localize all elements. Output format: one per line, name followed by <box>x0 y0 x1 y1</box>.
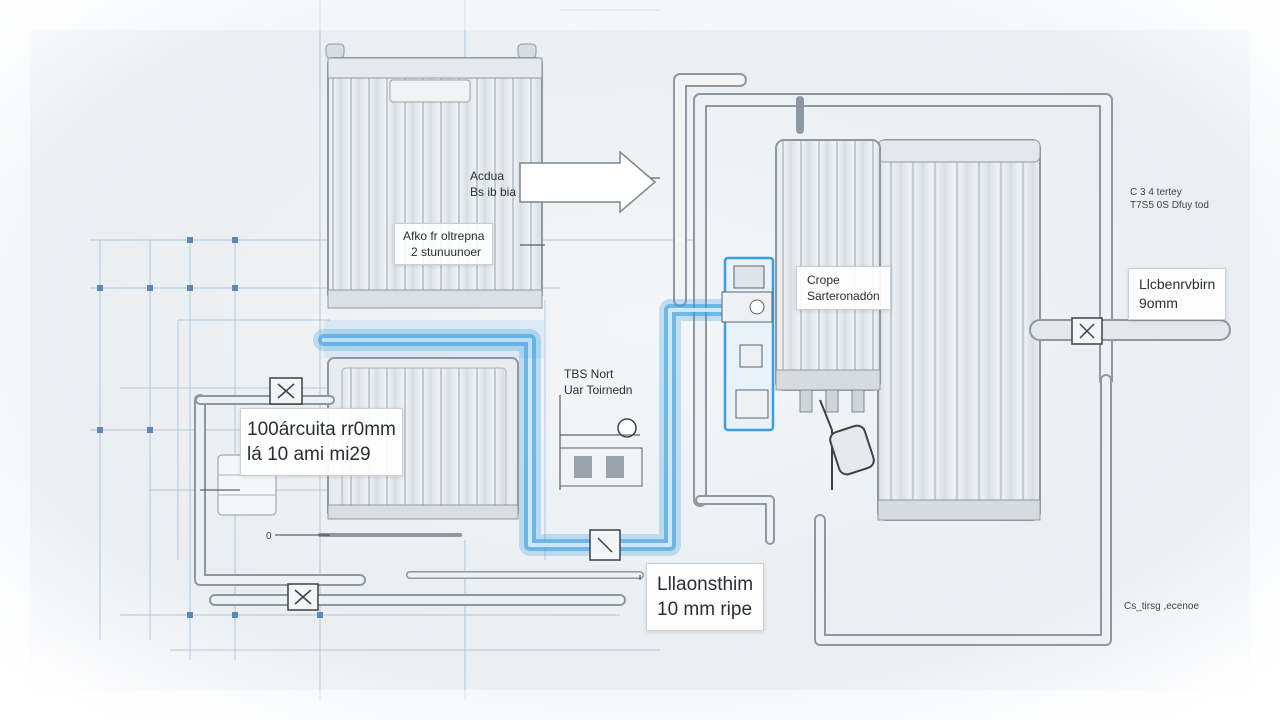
label-bottom: Lllaonsthim 10 mm ripe <box>646 563 765 631</box>
label-afko: Afko fr oltrepna 2 stunuunoer <box>394 223 494 265</box>
label-bottom-sub: 10 mm ripe <box>657 599 753 620</box>
grid-lines <box>90 0 700 700</box>
label-mid: TBS Nort Uar Toirnedn <box>560 364 636 400</box>
valve-icon <box>269 317 1103 611</box>
label-top-right: C 3 4 tertey T7S5 0S Dfuy tod <box>1126 184 1213 214</box>
label-zero-text: 0 <box>266 531 272 542</box>
valve-assembly <box>559 418 643 487</box>
label-mid-title: TBS Nort <box>564 367 614 381</box>
radiator-right-large <box>877 139 1041 521</box>
label-crope: Crope Sarteronadón <box>796 266 891 310</box>
label-bottom-right-text: Cs_tirsg ,ecenoe <box>1124 601 1200 612</box>
control-panel <box>721 256 775 432</box>
label-left-spec: 100árcuita rr0mm lá 10 ami mi29 <box>240 408 403 476</box>
pipe-network <box>194 73 1231 646</box>
label-acdua: Acdua Bs ib bia <box>466 166 520 202</box>
label-left-sub: lá 10 ami mi29 <box>247 444 371 465</box>
label-bottom-title: Lllaonsthim <box>657 574 754 595</box>
boiler-unit <box>775 139 881 413</box>
label-top-right-sub: T7S5 0S Dfuy tod <box>1130 200 1209 211</box>
label-lichen-title: Llcbenrvbirn <box>1139 276 1216 292</box>
label-acdua-title: Acdua <box>470 169 505 183</box>
label-top-right-title: C 3 4 tertey <box>1130 187 1182 198</box>
label-zero-mark: 0 <box>262 528 276 545</box>
grid-nodes <box>97 237 323 618</box>
label-afko-sub: 2 stunuunoer <box>411 245 482 259</box>
label-left-title: 100árcuita rr0mm <box>247 419 396 440</box>
arrow-right-icon <box>519 150 657 214</box>
label-afko-title: Afko fr oltrepna <box>403 229 485 243</box>
pressure-gauge-icon <box>819 399 875 490</box>
label-mid-sub: Uar Toirnedn <box>564 383 633 397</box>
label-lichen: Llcbenrvbirn 9omm <box>1128 268 1227 320</box>
label-lichen-sub: 9omm <box>1139 295 1178 311</box>
label-crope-sub: Sarteronadón <box>807 289 880 303</box>
label-bottom-right: Cs_tirsg ,ecenoe <box>1120 598 1203 615</box>
label-crope-title: Crope <box>807 273 840 287</box>
label-acdua-sub: Bs ib bia <box>470 185 517 199</box>
